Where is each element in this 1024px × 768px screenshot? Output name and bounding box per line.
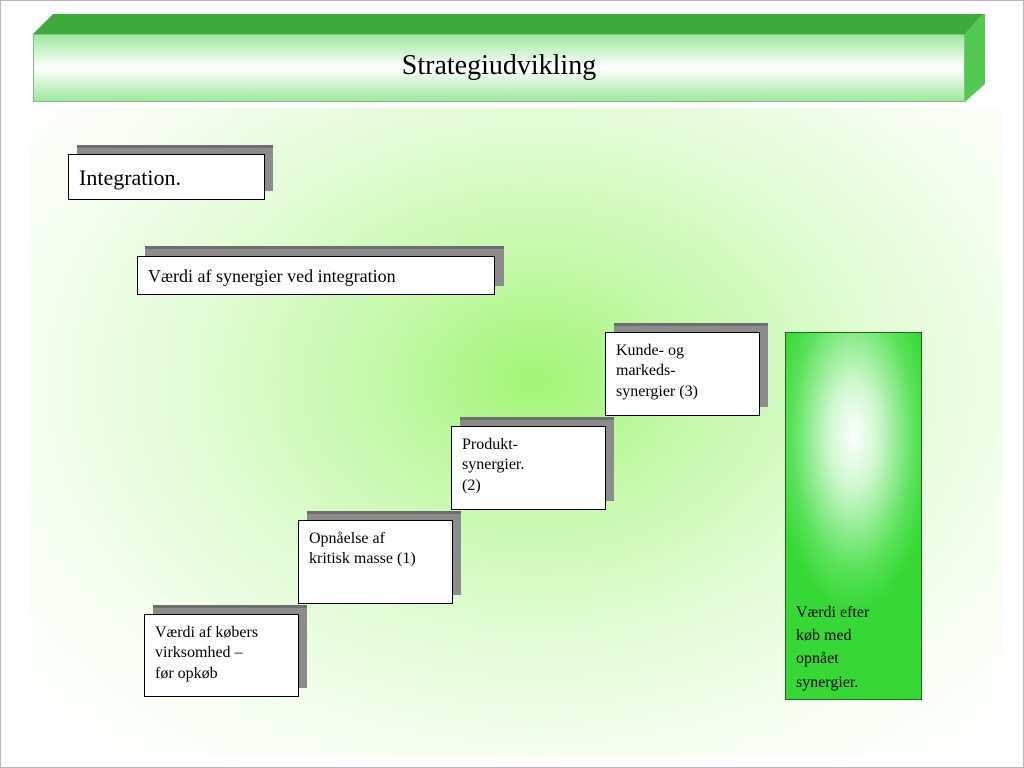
slide-title: Strategiudvikling (401, 50, 597, 81)
step-line: Værdi af købers (155, 624, 259, 641)
result-label: Værdi efter køb med opnået synergier. (796, 601, 916, 694)
step-line: Produkt- (462, 436, 518, 453)
result-line: Værdi efter (796, 604, 870, 621)
banner-side-face (965, 14, 985, 102)
result-line: synergier. (796, 673, 859, 691)
subheading-text: Værdi af synergier ved integration (148, 266, 396, 286)
banner-top-face (33, 14, 983, 34)
step-line: markeds- (616, 362, 676, 380)
heading-box: Integration. (68, 154, 265, 200)
result-value-bar: Værdi efter køb med opnået synergier. (785, 332, 922, 700)
heading-text: Integration. (79, 165, 182, 190)
step-line: (2) (462, 476, 481, 494)
result-line: opnået (796, 650, 839, 668)
step-line: Opnåelse af (309, 530, 385, 547)
step-line: synergier (3) (616, 382, 698, 400)
step-line: Kunde- og (616, 342, 684, 359)
step-line: virksomhed – (155, 644, 243, 662)
step-box-buyer-value: Værdi af købers virksomhed – før opkøb (144, 614, 299, 697)
title-banner: Strategiudvikling (33, 14, 985, 104)
result-line: køb med (796, 627, 852, 645)
step-line: kritisk masse (1) (309, 550, 416, 568)
step-line: før opkøb (155, 664, 218, 682)
step-box-product-synergies: Produkt- synergier. (2) (451, 426, 606, 510)
subheading-box: Værdi af synergier ved integration (137, 256, 495, 295)
step-line: synergier. (462, 456, 525, 474)
step-box-customer-synergies: Kunde- og markeds- synergier (3) (605, 332, 760, 416)
banner-front-face: Strategiudvikling (33, 34, 965, 102)
step-box-critical-mass: Opnåelse af kritisk masse (1) (298, 520, 453, 604)
